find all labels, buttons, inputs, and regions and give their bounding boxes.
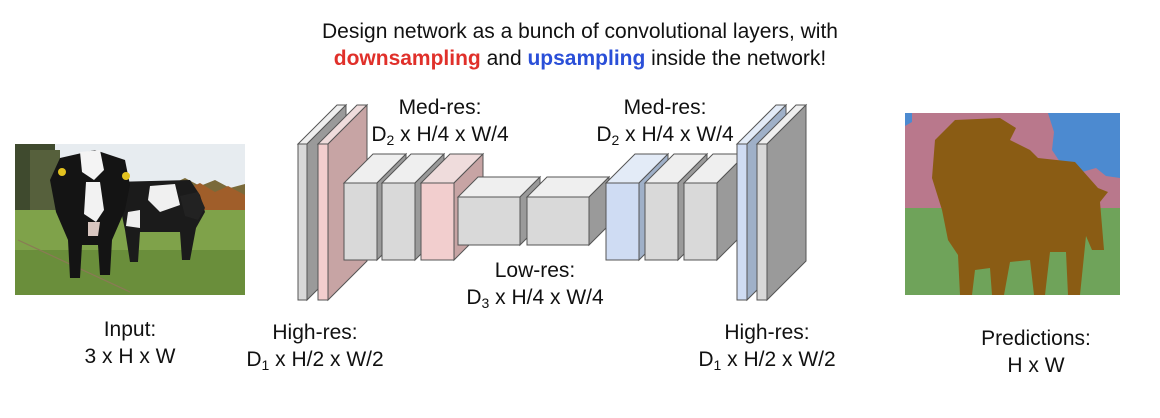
low-res-sub: 3 — [481, 295, 490, 311]
title-line-2: downsampling and upsampling inside the n… — [0, 45, 1160, 72]
high-res-left-dims-text: x H/2 x W/2 — [269, 348, 384, 371]
low-res-label-text: Low-res: — [494, 259, 576, 282]
predictions-label-text: Predictions: — [981, 327, 1091, 350]
low-res-label: Low-res: D3 x H/4 x W/4 — [450, 257, 620, 311]
layer-high-res-right-gray — [755, 103, 808, 302]
low-res-dims-text: x H/4 x W/4 — [489, 286, 604, 309]
prediction-image — [905, 113, 1120, 295]
title: Design network as a bunch of convolution… — [0, 18, 1160, 72]
high-res-right-label: High-res: D1 x H/2 x W/2 — [672, 319, 862, 373]
high-res-right-d: D — [698, 348, 714, 371]
input-label-text: Input: — [103, 318, 157, 341]
med-res-right-label-text: Med-res: — [623, 96, 707, 119]
input-dims-text: 3 x H x W — [84, 345, 176, 368]
upsampling-word: upsampling — [527, 47, 646, 70]
med-res-left-dims-text: x H/4 x W/4 — [394, 123, 509, 146]
high-res-left-label: High-res: D1 x H/2 x W/2 — [220, 319, 410, 373]
downsampling-word: downsampling — [333, 47, 481, 70]
predictions-label: Predictions: H x W — [956, 325, 1116, 379]
med-res-left-label-text: Med-res: — [398, 96, 482, 119]
high-res-left-label-text: High-res: — [272, 321, 358, 344]
med-res-right-label: Med-res: D2 x H/4 x W/4 — [585, 94, 745, 148]
title-rest: inside the network! — [645, 47, 827, 70]
low-res-dims: D3 x H/4 x W/4 — [450, 284, 620, 311]
high-res-left-d: D — [246, 348, 262, 371]
med-res-right-dims-text: x H/4 x W/4 — [619, 123, 734, 146]
med-res-left-dims: D2 x H/4 x W/4 — [360, 121, 520, 148]
seg-cow-region — [932, 118, 1108, 295]
med-res-right-d: D — [596, 123, 612, 146]
input-label: Input: 3 x H x W — [70, 316, 190, 370]
predictions-dims-text: H x W — [1007, 354, 1065, 377]
title-and: and — [480, 47, 528, 70]
med-res-left-d: D — [371, 123, 387, 146]
layer-med-res-right-2 — [682, 152, 748, 262]
high-res-right-label-text: High-res: — [724, 321, 810, 344]
med-res-left-sub: 2 — [386, 132, 395, 148]
layer-low-res-2 — [525, 175, 611, 247]
high-res-right-dims-text: x H/2 x W/2 — [721, 348, 836, 371]
med-res-right-sub: 2 — [611, 132, 620, 148]
high-res-left-sub: 1 — [261, 357, 270, 373]
input-image — [15, 144, 245, 295]
high-res-right-sub: 1 — [713, 357, 722, 373]
high-res-right-dims: D1 x H/2 x W/2 — [672, 346, 862, 373]
low-res-d: D — [466, 286, 482, 309]
med-res-left-label: Med-res: D2 x H/4 x W/4 — [360, 94, 520, 148]
title-line-1: Design network as a bunch of convolution… — [322, 20, 838, 43]
med-res-right-dims: D2 x H/4 x W/4 — [585, 121, 745, 148]
high-res-left-dims: D1 x H/2 x W/2 — [220, 346, 410, 373]
